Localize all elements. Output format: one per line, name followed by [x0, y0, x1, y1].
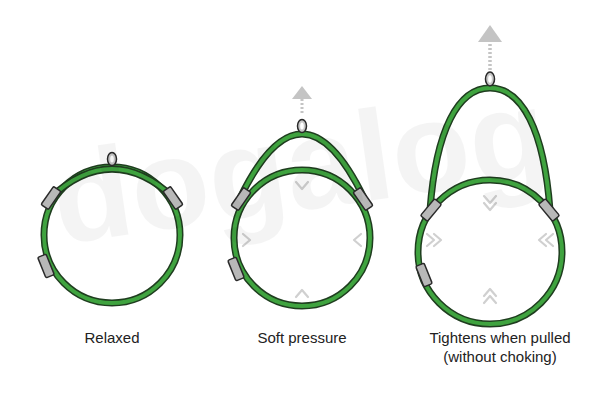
state-label: Soft pressure [222, 328, 382, 347]
tightened-collar [416, 25, 562, 324]
state-label: Relaxed [32, 328, 192, 347]
watermark: dogalog [44, 68, 555, 264]
state-label: Tightens when pulled (without choking) [413, 328, 588, 366]
relaxed-collar [38, 153, 183, 304]
soft-pressure-collar [228, 86, 373, 306]
